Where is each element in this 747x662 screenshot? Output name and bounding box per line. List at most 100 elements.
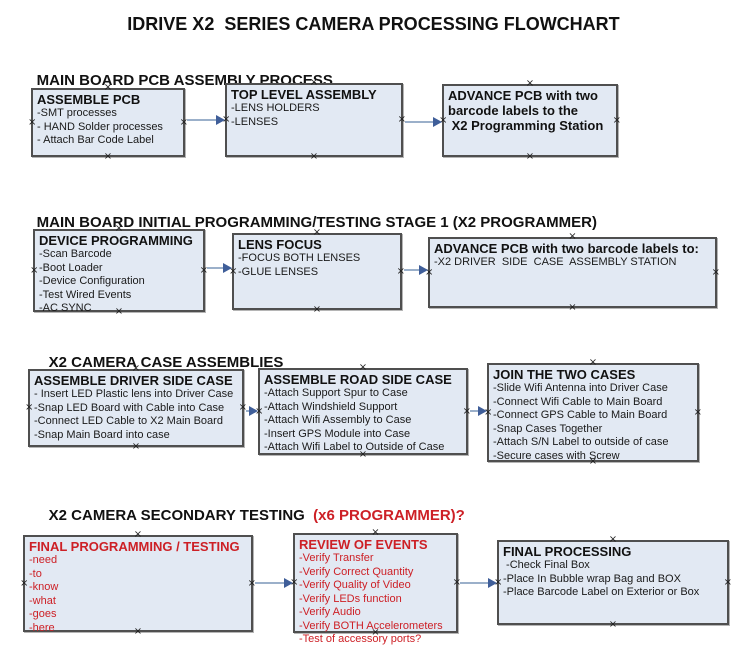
connection-point-icon — [589, 360, 597, 366]
flow-arrow — [405, 117, 442, 127]
section-heading-red-text: (x6 PROGRAMMER)? — [308, 507, 465, 524]
box-title: TOP LEVEL ASSEMBLY — [231, 87, 377, 102]
box-title: ADVANCE PCB with two barcode labels to: — [434, 241, 699, 256]
page-title: IDRIVE X2 SERIES CAMERA PROCESSING FLOWC… — [127, 14, 620, 34]
connection-point-icon — [104, 85, 112, 91]
box-item: -X2 DRIVER SIDE CASE ASSEMBLY STATION — [434, 256, 677, 268]
connection-point-icon — [25, 405, 33, 411]
connection-point-icon — [359, 365, 367, 371]
connection-point-icon — [115, 309, 123, 315]
box-item: -what — [29, 594, 56, 607]
connection-point-icon — [371, 530, 379, 536]
connection-point-icon — [313, 307, 321, 313]
box-item: -Boot Loader — [39, 261, 103, 274]
box-item: -Snap Main Board into case — [34, 428, 170, 441]
connection-point-icon — [712, 270, 720, 276]
flow-arrow — [470, 406, 487, 416]
box-item: -goes — [29, 608, 57, 620]
box-item: -SMT processes — [37, 107, 117, 119]
box-title: REVIEW OF EVENTS — [299, 537, 428, 552]
connection-point-icon — [589, 459, 597, 465]
box-title: FINAL PROCESSING — [503, 544, 632, 559]
connection-point-icon — [371, 630, 379, 636]
section-heading-text: X2 CAMERA SECONDARY TESTING — [48, 507, 309, 524]
connection-point-icon — [313, 230, 321, 236]
flow-box-assemble-road-side-case: ASSEMBLE ROAD SIDE CASE -Attach Support … — [258, 368, 468, 455]
connection-point-icon — [115, 226, 123, 232]
flow-arrow — [187, 115, 225, 125]
connection-point-icon — [694, 410, 702, 416]
box-item: -Connect LED Cable to X2 Main Board — [34, 415, 223, 427]
box-item: -Verify Audio — [299, 606, 361, 618]
box-item: -Attach S/N Label to outside of case — [493, 436, 669, 448]
box-item: -LENSES — [231, 115, 279, 128]
flow-box-final-processing: FINAL PROCESSING -Check Final Box -Place… — [497, 540, 729, 625]
box-title: ASSEMBLE DRIVER SIDE CASE — [34, 373, 233, 388]
flow-box-assemble-pcb: ASSEMBLE PCB -SMT processes - HAND Solde… — [31, 88, 185, 157]
box-item: -LENS HOLDERS — [231, 102, 320, 114]
box-item: -Verify Correct Quantity — [299, 565, 414, 578]
flow-box-join-the-two-cases: JOIN THE TWO CASES -Slide Wifi Antenna i… — [487, 363, 699, 462]
box-title: ADVANCE PCB with two barcode labels to t… — [448, 88, 604, 133]
box-item: - HAND Solder processes — [37, 120, 163, 133]
box-item: -Attach Windshield Support — [264, 400, 398, 413]
box-item: -Place Barcode Label on Exterior or Box — [503, 586, 700, 598]
box-item: -here — [29, 621, 55, 634]
box-item: -FOCUS BOTH LENSES — [238, 252, 361, 264]
connection-point-icon — [28, 120, 36, 126]
box-item: -Place In Bubble wrap Bag and BOX — [503, 572, 681, 585]
connection-point-icon — [104, 154, 112, 160]
section-heading-case-assemblies: X2 CAMERA CASE ASSEMBLIES — [32, 337, 284, 388]
flow-box-review-of-events: REVIEW OF EVENTS -Verify Transfer -Verif… — [293, 530, 458, 645]
box-item: -Slide Wifi Antenna into Driver Case — [493, 382, 668, 394]
connection-point-icon — [134, 532, 142, 538]
flow-box-final-programming-testing: FINAL PROGRAMMING / TESTING -need -to -k… — [20, 532, 253, 635]
box-item: -Device Configuration — [39, 275, 145, 287]
box-item: -Attach Support Spur to Case — [264, 387, 408, 399]
connection-point-icon — [132, 444, 140, 450]
box-item: -Verify LEDs function — [299, 592, 402, 605]
box-item: -Verify BOTH Accelerometers — [299, 619, 443, 632]
box-title: LENS FOCUS — [238, 237, 322, 252]
connection-point-icon — [359, 452, 367, 458]
box-item: -Scan Barcode — [39, 248, 112, 260]
section-heading-text: MAIN BOARD INITIAL PROGRAMMING/TESTING S… — [36, 214, 597, 231]
connection-point-icon — [132, 366, 140, 372]
box-item: -GLUE LENSES — [238, 265, 319, 278]
box-title: DEVICE PROGRAMMING — [39, 233, 193, 248]
connection-point-icon — [20, 581, 28, 587]
connection-point-icon — [526, 81, 534, 87]
box-item: -Insert GPS Module into Case — [264, 427, 411, 440]
section-heading-initial-programming: MAIN BOARD INITIAL PROGRAMMING/TESTING S… — [20, 197, 597, 248]
flow-arrow — [207, 263, 232, 273]
connection-point-icon — [568, 234, 576, 240]
box-item: -to — [29, 567, 42, 580]
box-item: -Verify Transfer — [299, 552, 374, 564]
box-item: -Verify Quality of Video — [299, 579, 411, 591]
flow-arrow — [460, 578, 497, 588]
connection-point-icon — [526, 154, 534, 160]
box-title: FINAL PROGRAMMING / TESTING — [29, 539, 240, 554]
connection-point-icon — [568, 305, 576, 311]
box-item: -Snap LED Board with Cable into Case — [34, 401, 225, 414]
connection-point-icon — [613, 118, 621, 124]
box-item: -Connect GPS Cable to Main Board — [493, 409, 668, 421]
connection-point-icon — [609, 622, 617, 628]
connection-point-icon — [609, 537, 617, 543]
box-item: -Attach Wifi Assembly to Case — [264, 414, 412, 426]
connection-point-icon — [30, 268, 38, 274]
connection-point-icon — [310, 154, 318, 160]
flow-arrow — [246, 406, 258, 416]
connection-point-icon — [134, 629, 142, 635]
flow-box-advance-pcb-to-driver-side-station: ADVANCE PCB with two barcode labels to: … — [428, 237, 717, 308]
flow-box-top-level-assembly: TOP LEVEL ASSEMBLY -LENS HOLDERS -LENSES — [225, 83, 403, 157]
box-item: -need — [29, 554, 58, 566]
connection-point-icon — [724, 580, 732, 586]
box-item: -know — [29, 581, 59, 593]
flow-box-device-programming: DEVICE PROGRAMMING -Scan Barcode -Boot L… — [30, 226, 205, 315]
box-item: - Insert LED Plastic lens into Driver Ca… — [34, 388, 234, 400]
flow-box-assemble-driver-side-case: ASSEMBLE DRIVER SIDE CASE - Insert LED P… — [28, 369, 244, 447]
section-heading-secondary-testing: X2 CAMERA SECONDARY TESTING (x6 PROGRAMM… — [32, 490, 465, 541]
flow-arrow — [404, 265, 428, 275]
